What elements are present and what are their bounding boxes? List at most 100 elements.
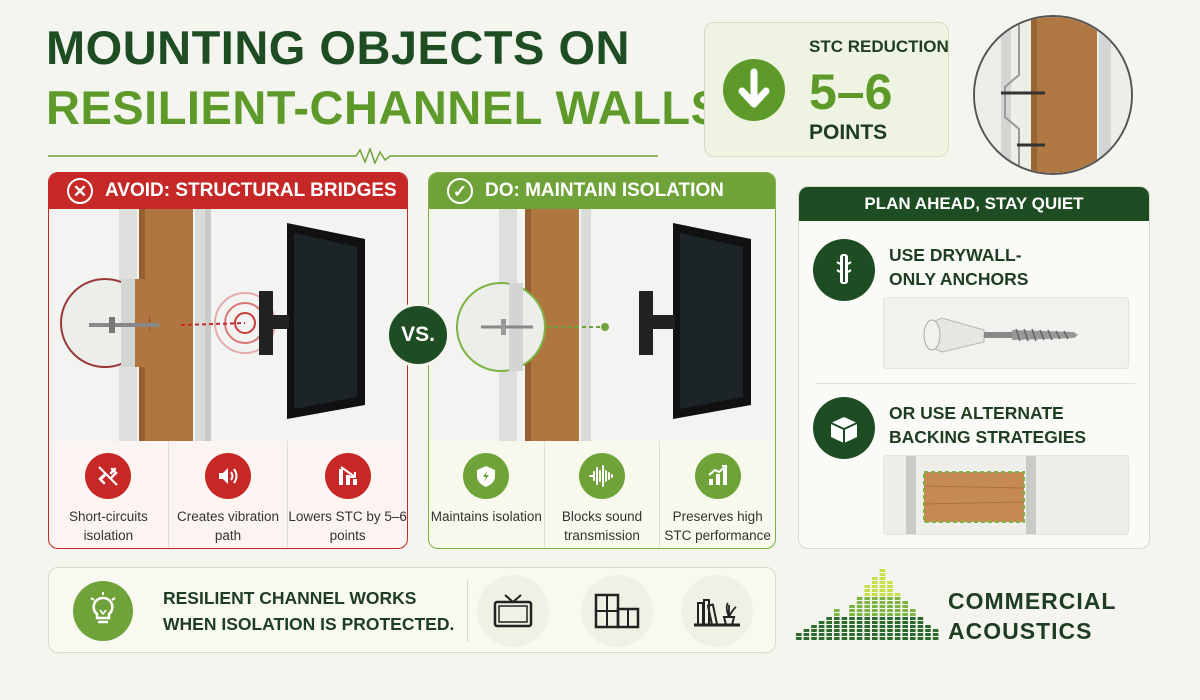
equalizer-segment [826,629,832,632]
equalizer-segment [872,625,878,628]
equalizer-segment [872,601,878,604]
equalizer-segment [849,629,855,632]
shelf-icon [681,575,753,647]
equalizer-segment [872,633,878,636]
plan-item-2: OR USE ALTERNATE BACKING STRATEGIES [889,401,1086,449]
equalizer-segment [849,625,855,628]
equalizer-segment [856,629,863,632]
avoid-feature-2: Creates vibration path [167,441,288,548]
equalizer-segment [872,609,878,612]
do-panel: ✓ DO: MAINTAIN ISOLATION Maintains [428,172,776,549]
equalizer-segment [834,633,840,636]
equalizer-segment [834,613,840,616]
equalizer-segment [856,625,863,628]
banner-line-1: RESILIENT CHANNEL WORKS [163,588,417,608]
equalizer-segment [887,613,893,616]
equalizer-segment [856,601,863,604]
equalizer-segment [856,617,863,620]
equalizer-segment [826,625,832,628]
equalizer-segment [902,617,908,620]
equalizer-segment [872,637,878,640]
equalizer-segment [811,637,817,640]
plan-item-2-line-1: OR USE ALTERNATE [889,403,1064,423]
equalizer-segment [872,577,878,580]
box-icon [813,397,875,459]
equalizer-segment [879,629,886,632]
equalizer-segment [864,597,870,600]
equalizer-segment [849,609,855,612]
stc-value: 5–6 [809,64,893,120]
equalizer-segment [849,637,855,640]
equalizer-segment [864,589,870,592]
equalizer-segment [834,629,840,632]
equalizer-segment [917,617,924,620]
equalizer-segment [856,621,863,624]
anchor-icon [813,239,875,301]
equalizer-segment [864,629,870,632]
equalizer-segment [917,633,924,636]
avoid-feature-1-text: Short-circuits isolation [68,509,148,543]
equalizer-segment [917,629,924,632]
do-feature-3: Preserves high STC performance [659,441,775,548]
shield-icon [463,453,510,499]
equalizer-segment [910,625,916,628]
equalizer-segment [826,617,832,620]
lightbulb-icon [73,581,133,641]
do-feature-1: Maintains isolation [429,441,544,548]
equalizer-segment [879,621,886,624]
plan-heading: PLAN AHEAD, STAY QUIET [799,187,1149,221]
equalizer-segment [879,589,886,592]
stud-detail-illustration [973,15,1133,175]
title-underline [48,148,658,164]
equalizer-segment [879,633,886,636]
equalizer-segment [894,601,901,604]
equalizer-segment [887,633,893,636]
avoid-feature-3: Lowers STC by 5–6 points [287,441,407,548]
equalizer-segment [887,629,893,632]
equalizer-segment [902,601,908,604]
equalizer-segment [826,633,832,636]
plan-item-2-line-2: BACKING STRATEGIES [889,427,1087,447]
equalizer-segment [894,613,901,616]
equalizer-segment [910,617,916,620]
equalizer-segment [849,621,855,624]
do-feature-2: Blocks sound transmission [543,441,660,548]
equalizer-segment [879,577,886,580]
equalizer-segment [841,621,848,624]
equalizer-segment [879,585,886,588]
equalizer-segment [818,621,825,624]
plan-item-1-line-1: USE DRYWALL- [889,245,1022,265]
equalizer-segment [910,629,916,632]
equalizer-segment [841,625,848,628]
avoid-heading: AVOID: STRUCTURAL BRIDGES [105,180,397,201]
equalizer-segment [887,597,893,600]
equalizer-segment [879,601,886,604]
equalizer-segment [872,605,878,608]
equalizer-segment [818,633,825,636]
equalizer-segment [826,621,832,624]
equalizer-segment [887,621,893,624]
equalizer-segment [864,593,870,596]
equalizer-segment [887,625,893,628]
equalizer-segment [811,629,817,632]
equalizer-segment [849,617,855,620]
stc-reduction-card: STC REDUCTION 5–6 POINTS [704,22,949,157]
equalizer-segment [864,605,870,608]
plan-item-1-line-2: ONLY ANCHORS [889,269,1029,289]
equalizer-segment [856,633,863,636]
equalizer-segment [902,633,908,636]
equalizer-segment [879,581,886,584]
equalizer-segment [917,625,924,628]
equalizer-segment [894,625,901,628]
broken-link-icon [85,453,132,499]
drywall-anchor-photo [883,297,1129,369]
equalizer-segment [872,621,878,624]
equalizer-segment [864,621,870,624]
equalizer-segment [894,633,901,636]
equalizer-segment [849,633,855,636]
equalizer-segment [834,617,840,620]
equalizer-segment [864,637,870,640]
do-features: Maintains isolation Blocks sound transmi… [429,441,775,548]
speaker-icon [205,453,251,499]
equalizer-segment [894,617,901,620]
